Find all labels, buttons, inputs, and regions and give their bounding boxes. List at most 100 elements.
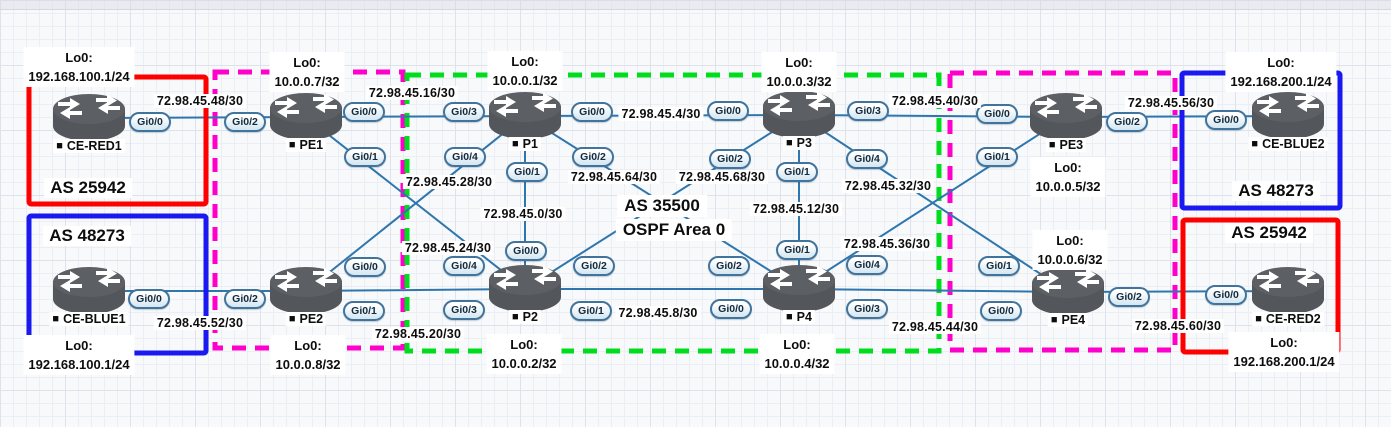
- node-name-label: ■P2: [509, 310, 541, 324]
- interface-badge[interactable]: Gi0/3: [443, 102, 485, 122]
- interface-badge[interactable]: Gi0/1: [976, 147, 1018, 167]
- node-name-text: P2: [522, 310, 538, 324]
- interface-badge[interactable]: Gi0/4: [846, 149, 888, 169]
- interface-badge[interactable]: Gi0/2: [1108, 287, 1150, 307]
- router-P4[interactable]: [761, 263, 837, 315]
- interface-badge[interactable]: Gi0/0: [1205, 110, 1247, 130]
- interface-badge[interactable]: Gi0/2: [573, 256, 615, 276]
- interface-badge[interactable]: Gi0/1: [344, 147, 386, 167]
- interface-badge[interactable]: Gi0/1: [776, 240, 818, 260]
- router-CE-BLUE2[interactable]: [1250, 90, 1326, 142]
- link-subnet-label: 72.98.45.48/30: [153, 94, 247, 108]
- interface-badge[interactable]: Gi0/4: [444, 147, 486, 167]
- link-subnet-label: 72.98.45.64/30: [567, 170, 661, 184]
- interface-badge[interactable]: Gi0/1: [506, 162, 548, 182]
- interface-badge[interactable]: Gi0/0: [710, 299, 752, 319]
- node-name-text: P1: [522, 137, 538, 151]
- router-CE-BLUE1[interactable]: [51, 265, 127, 317]
- interface-badge[interactable]: Gi0/0: [980, 301, 1022, 321]
- interface-badge[interactable]: Gi0/2: [572, 147, 614, 167]
- router-P2[interactable]: [487, 263, 563, 315]
- router-PE3[interactable]: [1028, 91, 1104, 143]
- loopback-label: Lo0:192.168.100.1/24: [23, 335, 135, 375]
- interface-badge[interactable]: Gi0/0: [976, 104, 1018, 124]
- router-CE-RED1[interactable]: [51, 92, 127, 144]
- node-bullet-icon: ■: [1048, 139, 1056, 151]
- loopback-label-line: Lo0:: [65, 50, 93, 65]
- router-P3[interactable]: [761, 89, 837, 141]
- node-name-text: CE-BLUE2: [1262, 137, 1325, 151]
- loopback-label-line: Lo0:: [1056, 233, 1084, 248]
- link-line-P4-PE4: [798, 288, 1069, 293]
- interface-badge[interactable]: Gi0/1: [343, 301, 385, 321]
- loopback-label: Lo0: 10.0.0.1/32: [487, 51, 563, 91]
- router-P1[interactable]: [487, 90, 563, 142]
- node-name-label: ■PE3: [1045, 138, 1087, 152]
- ospf-area-boundary: [404, 72, 942, 354]
- interface-badge[interactable]: Gi0/2: [224, 289, 266, 309]
- router-CE-RED2[interactable]: [1250, 265, 1326, 317]
- interface-badge[interactable]: Gi0/0: [344, 257, 386, 277]
- link-line-PE4-CE-RED2: [1067, 290, 1289, 293]
- link-subnet-label: 72.98.45.16/30: [365, 86, 459, 100]
- loopback-label-line: Lo0:: [783, 337, 811, 352]
- as-number-label: AS 48273: [1232, 181, 1320, 201]
- interface-badge[interactable]: Gi0/4: [846, 255, 888, 275]
- loopback-label-line: 192.168.200.1/24: [1233, 354, 1335, 369]
- node-name-label: ■CE-BLUE1: [49, 312, 129, 326]
- link-subnet-label: 72.98.45.68/30: [675, 170, 769, 184]
- interface-badge[interactable]: Gi0/1: [570, 301, 612, 321]
- node-bullet-icon: ■: [52, 313, 60, 325]
- router-icon: [763, 91, 835, 138]
- node-bullet-icon: ■: [786, 137, 793, 149]
- interface-badge[interactable]: Gi0/2: [708, 256, 750, 276]
- router-PE1[interactable]: [268, 91, 344, 143]
- router-icon: [489, 92, 561, 139]
- node-name-label: ■CE-RED2: [1252, 312, 1324, 326]
- node-name-text: CE-RED2: [1265, 312, 1321, 326]
- node-name-label: ■PE1: [285, 138, 327, 152]
- interface-badge[interactable]: Gi0/3: [846, 299, 888, 319]
- interface-badge[interactable]: Gi0/3: [847, 101, 889, 121]
- link-subnet-label: 72.98.45.36/30: [840, 237, 934, 251]
- interface-badge[interactable]: Gi0/0: [129, 112, 171, 132]
- router-icon: [1252, 92, 1324, 139]
- loopback-label-line: Lo0:: [511, 54, 539, 69]
- node-bullet-icon: ■: [1251, 138, 1259, 150]
- loopback-label-line: 10.0.0.4/32: [764, 356, 830, 371]
- link-subnet-label: 72.98.45.44/30: [888, 320, 982, 334]
- interface-badge[interactable]: Gi0/3: [443, 300, 485, 320]
- node-name-text: CE-BLUE1: [63, 312, 126, 326]
- node-name-label: ■CE-RED1: [53, 139, 125, 153]
- interface-badge[interactable]: Gi0/0: [1205, 285, 1247, 305]
- node-name-label: ■PE2: [285, 312, 327, 326]
- interface-badge[interactable]: Gi0/4: [443, 256, 485, 276]
- interface-badge[interactable]: Gi0/1: [776, 162, 818, 182]
- router-PE2[interactable]: [268, 265, 344, 317]
- interface-badge[interactable]: Gi0/0: [707, 101, 749, 121]
- node-bullet-icon: ■: [1255, 313, 1262, 325]
- router-PE4[interactable]: [1030, 266, 1106, 318]
- loopback-label: Lo0:10.0.0.7/32: [269, 52, 345, 92]
- interface-badge[interactable]: Gi0/0: [505, 241, 547, 261]
- link-line-PE2-P1: [305, 115, 526, 292]
- interface-badge[interactable]: Gi0/1: [978, 256, 1020, 276]
- ospf-area-label: OSPF Area 0: [615, 219, 733, 241]
- router-icon: [1032, 268, 1104, 315]
- interface-badge[interactable]: Gi0/0: [343, 102, 385, 122]
- interface-badge[interactable]: Gi0/0: [571, 102, 613, 122]
- loopback-label-line: 10.0.0.1/32: [492, 73, 558, 88]
- interface-badge[interactable]: Gi0/0: [128, 289, 170, 309]
- node-bullet-icon: ■: [786, 311, 793, 323]
- interface-badge[interactable]: Gi0/2: [224, 112, 266, 132]
- as-number-label: AS 25942: [44, 178, 132, 198]
- interface-badge[interactable]: Gi0/2: [1106, 112, 1148, 132]
- loopback-label-line: Lo0:: [65, 338, 93, 353]
- link-line-P3-PE3: [798, 114, 1067, 118]
- node-name-text: PE1: [299, 138, 324, 152]
- loopback-label-line: Lo0:: [785, 55, 813, 70]
- link-line-PE3-CE-BLUE2: [1065, 115, 1289, 118]
- node-name-label: ■P4: [783, 310, 815, 324]
- interface-badge[interactable]: Gi0/2: [709, 149, 751, 169]
- loopback-label-line: Lo0:: [1270, 335, 1298, 350]
